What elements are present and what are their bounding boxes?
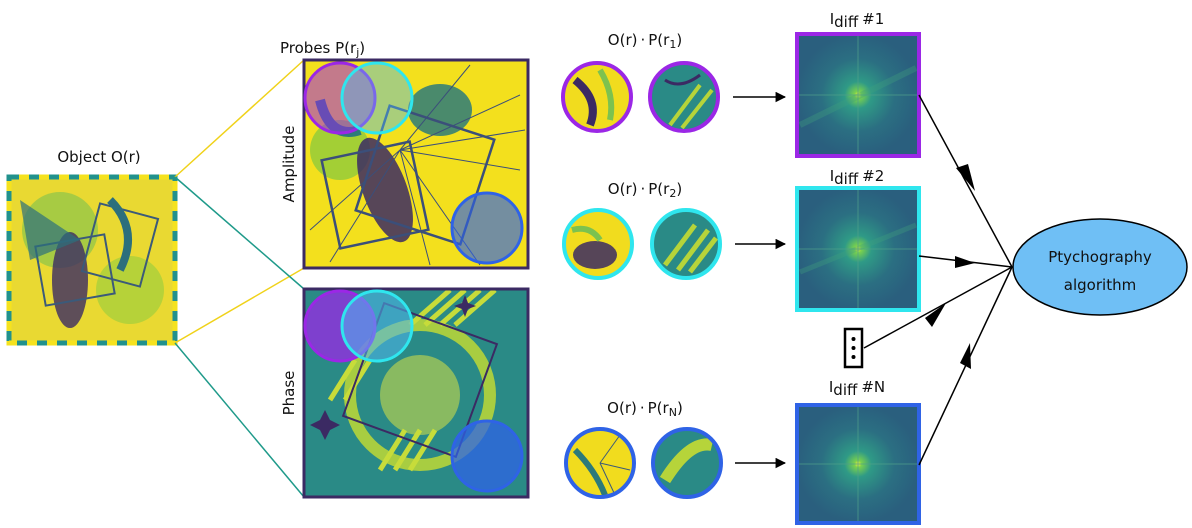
diffraction-label-2: Idiff#2 bbox=[830, 167, 885, 188]
phase-probe-3 bbox=[450, 419, 524, 493]
product-amplitude-crop-1 bbox=[561, 61, 633, 133]
arrows-to-algorithm bbox=[863, 94, 1013, 466]
diffraction-1: Idiff#1 bbox=[795, 10, 921, 158]
product-amplitude-crop-n bbox=[564, 427, 636, 499]
product-phase-crop-1 bbox=[648, 61, 720, 133]
object-connectors bbox=[174, 59, 305, 498]
phase-label: Phase bbox=[280, 371, 298, 416]
amplitude-probes bbox=[303, 61, 524, 265]
amplitude-probe-2 bbox=[340, 61, 414, 135]
phase-probe-2 bbox=[340, 289, 414, 363]
vertical-ellipsis-icon bbox=[843, 327, 864, 369]
amplitude-label: Amplitude bbox=[280, 126, 298, 203]
object-label: Object O(r) bbox=[57, 148, 140, 166]
diffraction-2: Idiff#2 bbox=[795, 167, 921, 312]
product-label-2: O(r)·P(r2) bbox=[608, 180, 682, 200]
product-label-1: O(r)·P(r1) bbox=[608, 31, 682, 51]
product-row-n: O(r)·P(rN) bbox=[564, 399, 787, 499]
probes-label: Probes P(rj) bbox=[280, 39, 365, 59]
product-phase-crop-n bbox=[651, 427, 723, 499]
diffraction-label-n: Idiff#N bbox=[829, 378, 885, 399]
amplitude-probe-3 bbox=[450, 191, 524, 265]
product-row-2: O(r)·P(r2) bbox=[562, 180, 787, 280]
algorithm-label-line2: algorithm bbox=[1064, 276, 1136, 294]
object-image bbox=[6, 174, 178, 346]
algorithm-ellipse bbox=[1012, 218, 1188, 316]
product-amplitude-crop-2 bbox=[562, 208, 634, 280]
product-label-n: O(r)·P(rN) bbox=[607, 399, 683, 419]
phase-probes bbox=[303, 289, 524, 493]
ptychography-algorithm: Ptychography algorithm bbox=[1012, 218, 1188, 316]
algorithm-label-line1: Ptychography bbox=[1048, 248, 1152, 266]
amplitude-probe-1 bbox=[303, 61, 377, 135]
product-phase-crop-2 bbox=[650, 208, 722, 280]
diffraction-label-1: Idiff#1 bbox=[830, 10, 885, 31]
product-row-1: O(r)·P(r1) bbox=[561, 31, 787, 133]
object-border bbox=[6, 174, 178, 346]
diffraction-n: Idiff#N bbox=[795, 378, 921, 525]
